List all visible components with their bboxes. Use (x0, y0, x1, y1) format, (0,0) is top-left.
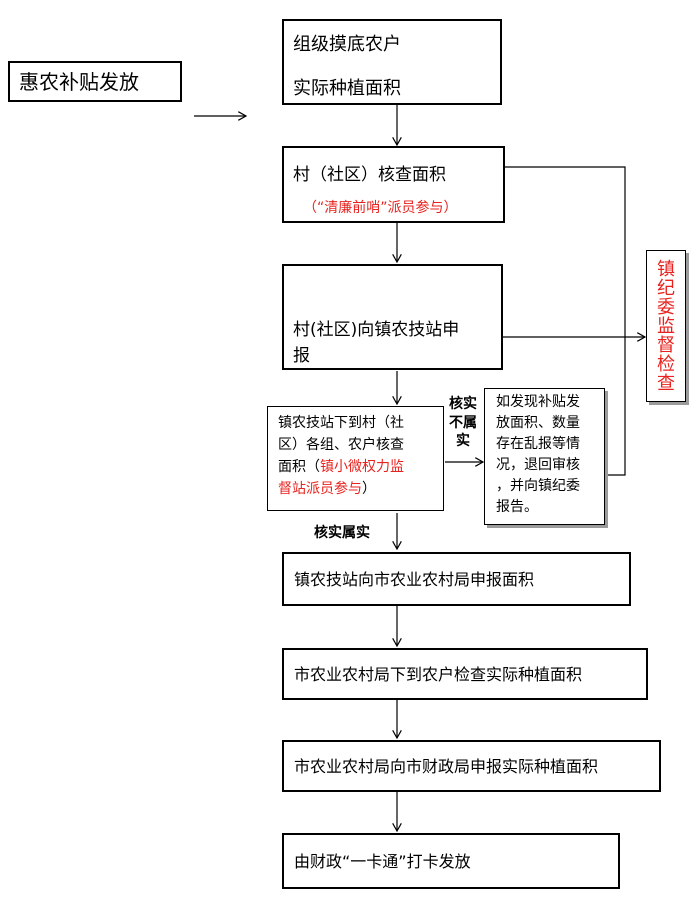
supervise-char-3: 委 (657, 297, 675, 318)
exception-line2: 放面积、数量 (496, 415, 580, 431)
step-8-text: 由财政“一卡通”打卡发放 (294, 852, 471, 871)
supervise-char-5: 督 (657, 335, 675, 356)
step-6-box: 市农业农村局下到农户检查实际种植面积 (282, 648, 648, 700)
line-s2-to-right (505, 166, 626, 337)
step-4-line3-a: 面积（ (278, 459, 320, 475)
step-4-line3-red: 镇小微权力监 (320, 459, 404, 475)
step-4-line4: 督站派员参与） (278, 482, 376, 496)
step-4-line3: 面积（镇小微权力监 (278, 460, 404, 474)
supervise-char-2: 纪 (657, 278, 675, 299)
not-true-line2: 不属 (449, 414, 477, 431)
line-exception-to-right (606, 337, 626, 476)
step-2-note: （“清廉前哨”派员参与） (303, 200, 458, 216)
step-5-text: 镇农技站向市农业农村局申报面积 (294, 570, 535, 589)
supervise-box: 镇 纪 委 监 督 检 查 (646, 250, 686, 402)
supervise-char-6: 检 (657, 354, 675, 375)
supervise-char-4: 监 (657, 316, 675, 337)
step-7-text: 市农业农村局向市财政局申报实际种植面积 (294, 757, 599, 776)
step-5-box: 镇农技站向市农业农村局申报面积 (282, 552, 631, 606)
exception-line3: 存在乱报等情 (496, 436, 580, 452)
step-6-text: 市农业农村局下到农户检查实际种植面积 (294, 665, 583, 684)
supervise-char-1: 镇 (657, 259, 675, 280)
step-4-line4-b: ） (362, 481, 376, 497)
not-true-line1: 核实 (449, 396, 477, 412)
true-label: 核实属实 (314, 525, 370, 541)
step-1-box: 组级摸底农户 实际种植面积 (282, 19, 502, 105)
step-3-line2: 报 (293, 346, 310, 366)
step-4-line1: 镇农技站下到村（社 (278, 415, 404, 431)
step-8-box: 由财政“一卡通”打卡发放 (282, 833, 620, 889)
step-2-box: 村（社区）核查面积 （“清廉前哨”派员参与） (282, 146, 505, 223)
exception-line4: 况，退回审核 (496, 457, 580, 473)
not-true-label: 核实 不属 实 (449, 396, 477, 451)
exception-line6: 报告。 (496, 499, 538, 515)
exception-box: 如发现补贴发 放面积、数量 存在乱报等情 况，退回审核 ，并向镇纪委 报告。 (484, 388, 605, 525)
step-1-line2: 实际种植面积 (293, 78, 401, 99)
step-2-line1: 村（社区）核查面积 (293, 165, 446, 185)
exception-line5: ，并向镇纪委 (496, 478, 580, 494)
step-3-box: 村(社区)向镇农技站申 报 (282, 264, 503, 370)
step-1-line1: 组级摸底农户 (293, 34, 401, 55)
supervise-text: 镇 纪 委 监 督 检 查 (647, 260, 685, 393)
not-true-line3: 实 (456, 433, 470, 449)
title-text: 惠农补贴发放 (19, 70, 139, 94)
step-4-line2: 区）各组、农户核查 (278, 437, 404, 453)
step-7-box: 市农业农村局向市财政局申报实际种植面积 (282, 740, 661, 792)
supervise-char-7: 查 (657, 373, 675, 394)
title-box: 惠农补贴发放 (8, 61, 182, 102)
step-3-line1: 村(社区)向镇农技站申 (293, 320, 460, 340)
step-4-box: 镇农技站下到村（社 区）各组、农户核查 面积（镇小微权力监 督站派员参与） (267, 406, 444, 511)
exception-line1: 如发现补贴发 (496, 394, 580, 410)
step-4-line4-red: 督站派员参与 (278, 481, 362, 497)
